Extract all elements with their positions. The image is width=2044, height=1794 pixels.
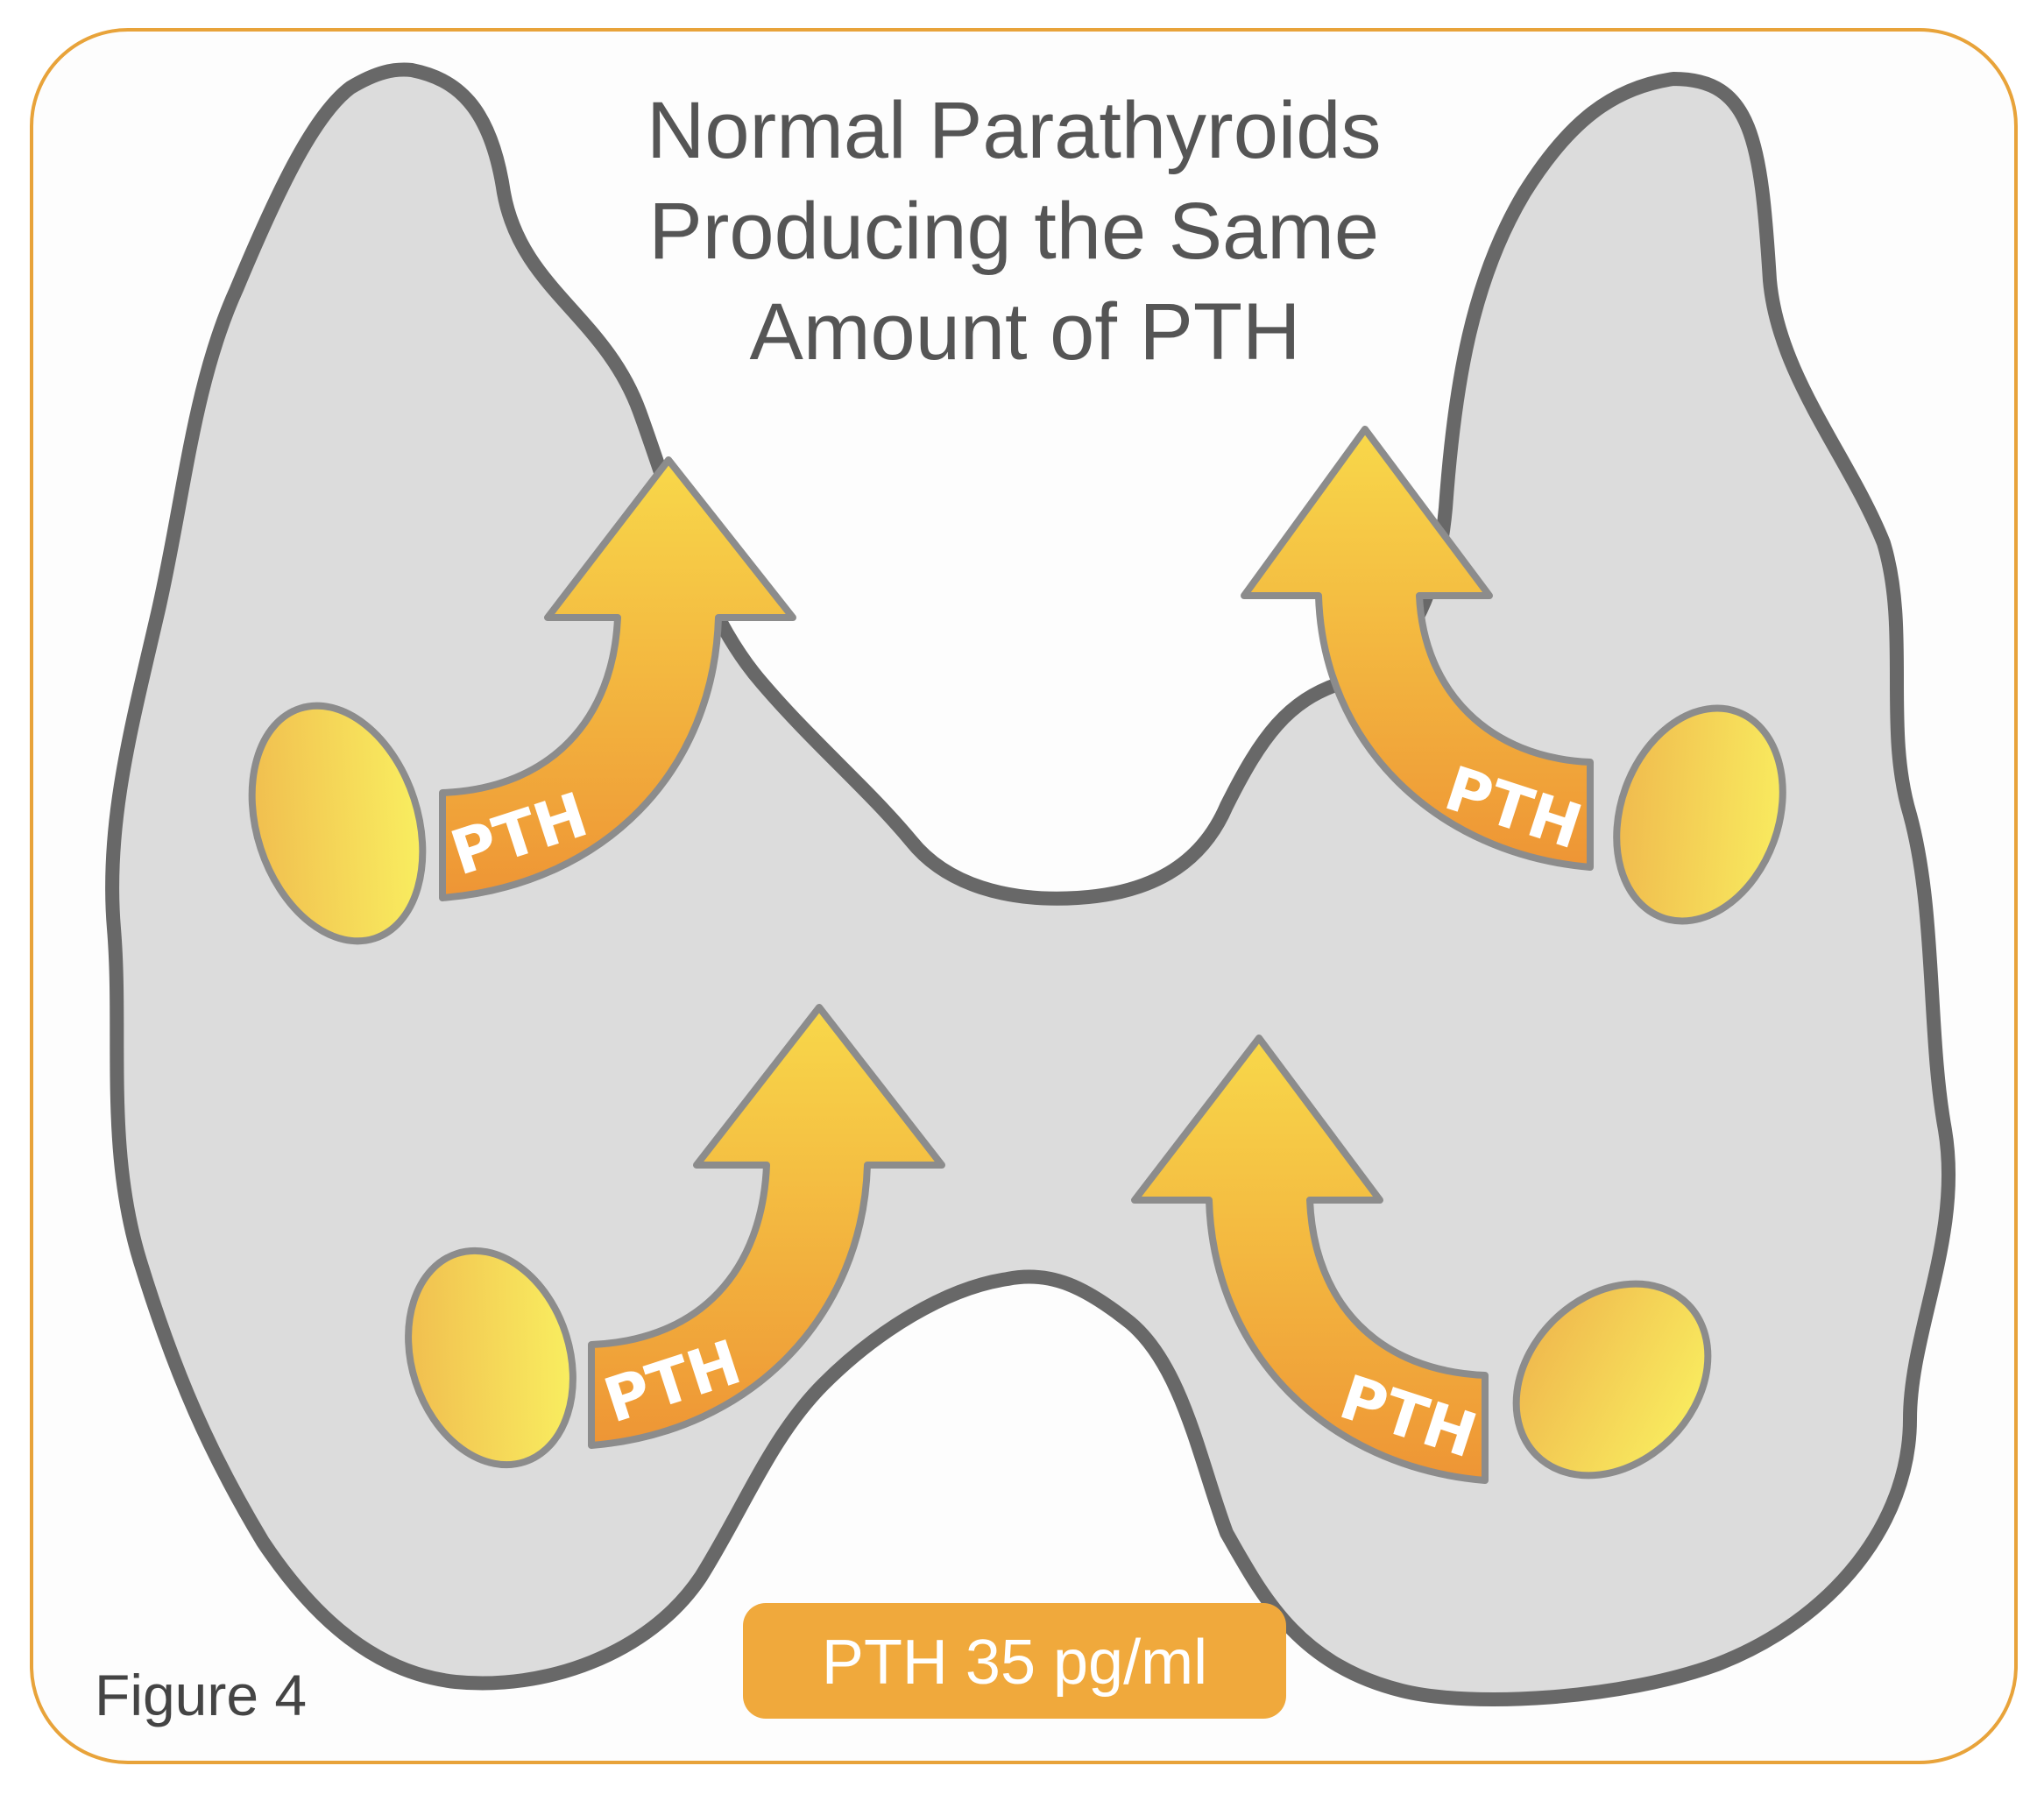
parathyroid-lower-left	[405, 1247, 576, 1469]
parathyroid-upper-right	[1613, 704, 1786, 925]
diagram-title: Normal Parathyroids Producing the Same A…	[647, 86, 1404, 377]
pth-arrow-upper-left	[439, 456, 796, 901]
pth-arrow-lower-right	[1131, 1035, 1489, 1484]
thyroid-gland-outline	[105, 62, 1956, 1706]
pth-arrow-upper-right	[1241, 426, 1594, 871]
pth-arrow-lower-left	[588, 1004, 945, 1449]
parathyroid-upper-left	[248, 702, 427, 945]
pth-level-badge	[743, 1603, 1286, 1719]
title-line-1: Normal Parathyroids	[647, 86, 1382, 175]
title-line-2: Producing the Same	[648, 187, 1379, 276]
parathyroid-lower-right	[1512, 1280, 1712, 1480]
figure-caption: Figure 4	[95, 1663, 307, 1727]
pth-level-badge-label: PTH 35 pg/ml	[822, 1628, 1207, 1698]
title-line-3: Amount of PTH	[750, 287, 1301, 377]
